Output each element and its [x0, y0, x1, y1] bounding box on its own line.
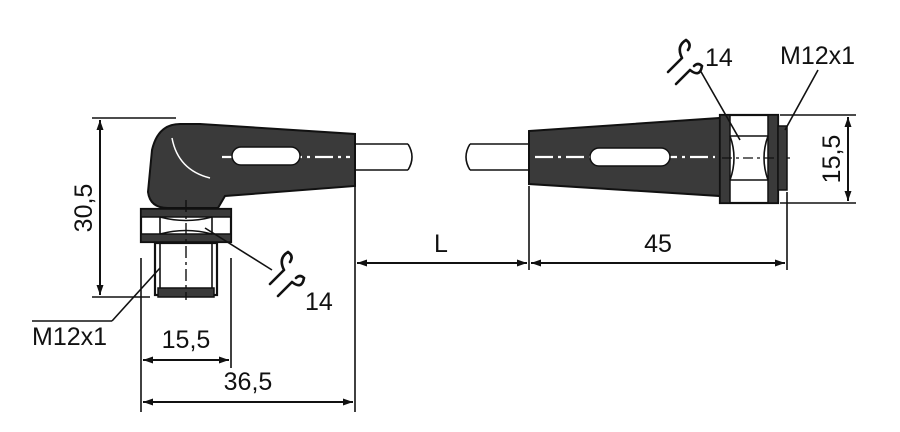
- cable-length-label: L: [434, 230, 448, 258]
- nut-height-label: 15,5: [818, 135, 846, 184]
- wrench-callout-left: 14: [204, 227, 333, 316]
- dimension-nut-width: 15,5: [140, 258, 232, 412]
- total-width-label: 36,5: [224, 368, 273, 396]
- angled-connector: [139, 123, 413, 300]
- thread-callout-left: M12x1: [32, 267, 161, 351]
- dimension-total-width: 36,5: [143, 186, 356, 412]
- wrench-label-right: 14: [705, 44, 733, 72]
- cable-left: [355, 143, 413, 171]
- dimension-height: 30,5: [70, 117, 176, 298]
- thread-label-left: M12x1: [32, 323, 107, 351]
- socket-face: [777, 125, 788, 191]
- thread-label-right: M12x1: [780, 42, 855, 70]
- hex-nut-right: [718, 113, 790, 205]
- wrench-icon: [268, 250, 306, 298]
- dimension-nut-height: 15,5: [780, 114, 856, 204]
- nut-width-label: 15,5: [162, 326, 211, 354]
- dimension-cable-length: L: [357, 186, 530, 270]
- cable-right: [465, 143, 529, 171]
- wrench-label-left: 14: [305, 288, 333, 316]
- straight-connector: [465, 113, 790, 205]
- height-label: 30,5: [70, 184, 98, 233]
- connector-length-label: 45: [644, 230, 672, 258]
- wrench-icon: [666, 38, 704, 86]
- angled-housing: [146, 123, 356, 209]
- wrench-callout-right: 14: [666, 38, 741, 141]
- thread-callout-right: M12x1: [780, 42, 855, 131]
- dimension-connector-length: 45: [531, 192, 788, 270]
